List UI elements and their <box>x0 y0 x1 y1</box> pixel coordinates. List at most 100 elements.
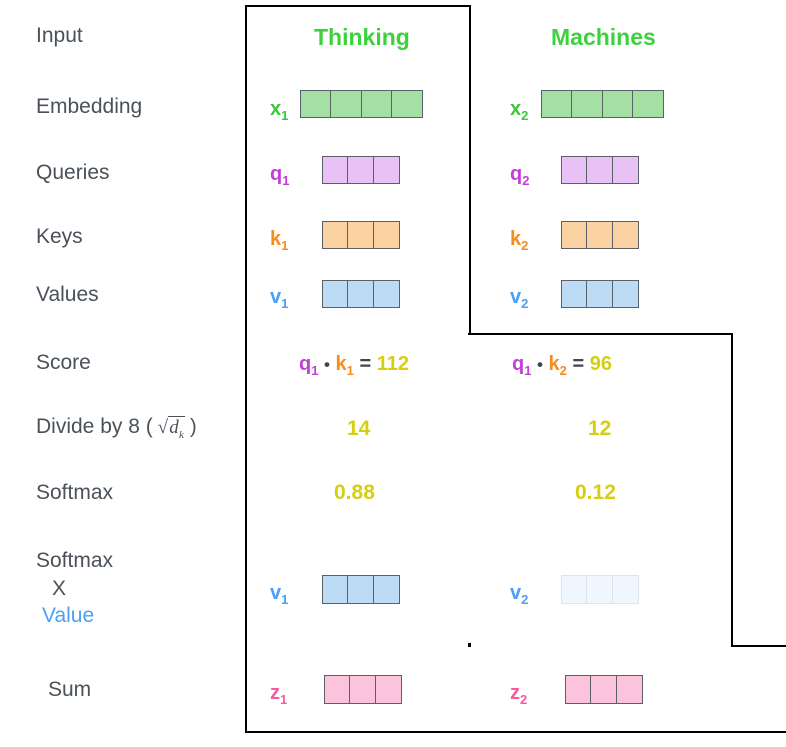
vector-cells-k2 <box>561 221 639 249</box>
row-label-values: Values <box>36 283 99 306</box>
vector-cells-v1 <box>322 280 400 308</box>
vector-cell <box>372 221 400 249</box>
vector-cell <box>571 90 604 118</box>
softmax-x-value-line2: X <box>52 576 67 600</box>
vector-cells-k1 <box>322 221 400 249</box>
divide-value-col1: 14 <box>347 417 371 440</box>
softmax-value-col1: 0.88 <box>334 481 375 504</box>
row-label-input: Input <box>36 24 83 47</box>
outline-mask <box>456 647 472 731</box>
vector-cell <box>561 156 588 184</box>
radicand-d: d <box>169 417 179 438</box>
softmax-value-col2: 0.12 <box>575 481 616 504</box>
vector-cell <box>615 675 643 704</box>
row-label-softmax-x-value: Softmax X Value <box>36 547 113 630</box>
vector-cell <box>372 280 400 308</box>
outline-mask <box>456 335 472 643</box>
score-formula-col1: q1 • k1 = 112 <box>299 353 409 378</box>
vector-cell <box>561 221 588 249</box>
vector-cell <box>372 156 400 184</box>
vector-cell <box>590 675 618 704</box>
vector-tag-v1-weighted: v1 <box>270 582 288 607</box>
vector-tag-x2: x2 <box>510 98 528 123</box>
vector-symbol: v <box>270 582 282 604</box>
vector-tag-q2: q2 <box>510 163 529 188</box>
vector-subscript: 2 <box>521 238 529 253</box>
score-k-term: k2 <box>548 353 567 378</box>
outline-mask <box>471 643 731 649</box>
vector-tag-q1: q1 <box>270 163 289 188</box>
vector-cell <box>372 575 400 604</box>
vector-subscript: 1 <box>281 238 289 253</box>
vector-cells-x2 <box>541 90 665 118</box>
sqrt-dk-math: √dk <box>152 416 186 441</box>
vector-cells-z1 <box>324 675 402 704</box>
vector-subscript: 2 <box>520 692 528 707</box>
vector-subscript: 1 <box>281 108 289 123</box>
vector-cell <box>347 156 375 184</box>
vector-cell <box>322 575 349 604</box>
row-label-queries: Queries <box>36 161 110 184</box>
vector-subscript: 1 <box>280 692 288 707</box>
vector-cell <box>300 90 332 118</box>
vector-tag-k2: k2 <box>510 228 528 253</box>
vector-cell <box>565 675 592 704</box>
vector-cell <box>347 221 375 249</box>
radicand-subscript-k: k <box>179 428 185 441</box>
softmax-x-value-line1: Softmax <box>36 549 114 572</box>
vector-cell <box>611 575 639 604</box>
vector-cells-v2-weighted <box>561 575 639 604</box>
vector-tag-v1: v1 <box>270 286 288 311</box>
vector-cells-q2 <box>561 156 639 184</box>
vector-tag-k1: k1 <box>270 228 288 253</box>
vector-cell <box>347 280 375 308</box>
vector-cells-v2 <box>561 280 639 308</box>
vector-cell <box>330 90 363 118</box>
vector-cell <box>391 90 424 118</box>
vector-tag-v2: v2 <box>510 286 528 311</box>
vector-cells-x1 <box>300 90 424 118</box>
divide-value-col2: 12 <box>588 417 612 440</box>
vector-cell <box>322 156 349 184</box>
dot-product-icon: • <box>537 355 543 374</box>
vector-cell <box>541 90 573 118</box>
vector-subscript: 2 <box>521 108 529 123</box>
row-label-sum: Sum <box>48 678 92 701</box>
row-label-keys: Keys <box>36 225 83 248</box>
dot-product-icon: • <box>324 355 330 374</box>
row-label-softmax: Softmax <box>36 481 114 504</box>
equals-sign: = <box>359 353 372 375</box>
vector-symbol: x <box>270 98 282 120</box>
score-formula-col2: q1 • k2 = 96 <box>512 353 612 378</box>
score-k-term: k1 <box>335 353 354 378</box>
vector-symbol: v <box>270 286 282 308</box>
divide-prefix: Divide by 8 ( <box>36 415 153 438</box>
vector-symbol: k <box>270 228 282 250</box>
row-label-divide-by-8: Divide by 8 ( √dk ) <box>36 415 197 442</box>
vector-cell <box>611 280 639 308</box>
vector-cell <box>324 675 351 704</box>
score-q-term: q1 <box>512 353 532 378</box>
vector-cell <box>586 575 614 604</box>
divide-suffix: ) <box>190 416 197 438</box>
vector-cell <box>360 90 393 118</box>
vector-cell <box>601 90 634 118</box>
vector-cell <box>632 90 665 118</box>
vector-symbol: v <box>510 286 522 308</box>
vector-subscript: 2 <box>521 592 529 607</box>
vector-cell <box>561 280 588 308</box>
vector-symbol: k <box>510 228 522 250</box>
vector-subscript: 1 <box>281 592 289 607</box>
vector-subscript: 2 <box>521 296 529 311</box>
vector-cells-v1-weighted <box>322 575 400 604</box>
softmax-x-value-line3: Value <box>42 604 95 628</box>
vector-cells-q1 <box>322 156 400 184</box>
vector-tag-x1: x1 <box>270 98 288 123</box>
vector-cell <box>561 575 588 604</box>
vector-cell <box>611 156 639 184</box>
vector-cell <box>611 221 639 249</box>
vector-symbol: z <box>270 682 280 704</box>
vector-subscript: 2 <box>522 173 530 188</box>
vector-tag-z2: z2 <box>510 682 527 707</box>
row-label-embedding: Embedding <box>36 95 143 118</box>
